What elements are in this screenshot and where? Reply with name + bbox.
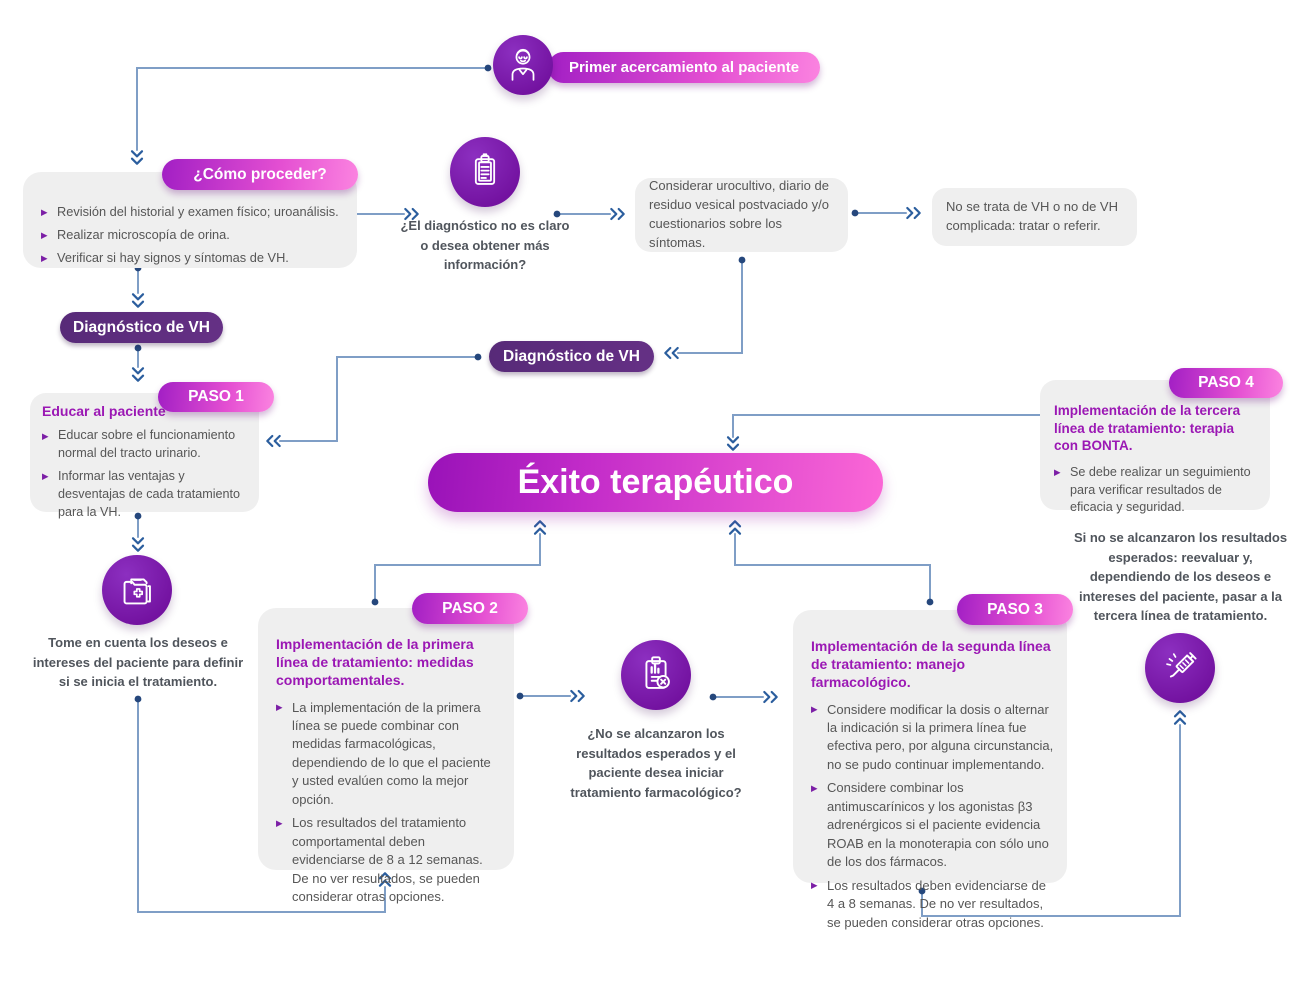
- no-vh-text: No se trata de VH o no de VH complicada:…: [946, 199, 1118, 233]
- diagnostico-vh-center-label: Diagnóstico de VH: [503, 347, 640, 365]
- paso3-list: Considere modificar la dosis o alternar …: [811, 701, 1055, 932]
- start-node-label: Primer acercamiento al paciente: [568, 59, 800, 76]
- como-proceder-pill: ¿Cómo proceder?: [162, 159, 358, 190]
- syringe-icon: [1145, 633, 1215, 703]
- paso1-box: Educar al paciente Educar sobre el funci…: [30, 393, 259, 519]
- paso1-list: Educar sobre el funcionamiento normal de…: [42, 427, 249, 521]
- clipboard-icon: [450, 137, 520, 207]
- paso3-badge: PASO 3: [987, 600, 1043, 618]
- list-item: Educar sobre el funcionamiento normal de…: [42, 427, 249, 463]
- diagnostico-vh-center-pill: Diagnóstico de VH: [489, 341, 654, 372]
- paso2-title: Implementación de la primera línea de tr…: [276, 636, 474, 689]
- diagnostico-vh-left-pill: Diagnóstico de VH: [60, 312, 223, 343]
- paso4-list: Se debe realizar un seguimiento para ver…: [1054, 464, 1260, 518]
- paso2-badge: PASO 2: [442, 599, 498, 617]
- paso2-pill: PASO 2: [412, 593, 528, 624]
- paso4-pill: PASO 4: [1169, 368, 1283, 398]
- como-proceder-title: ¿Cómo proceder?: [193, 165, 327, 183]
- paso1-badge: PASO 1: [188, 388, 244, 405]
- exito-terapeutico-label: Éxito terapéutico: [517, 463, 794, 501]
- list-item: Considere modificar la dosis o alternar …: [811, 701, 1055, 775]
- clipboard-x-icon: [621, 640, 691, 710]
- list-item: Verificar si hay signos y síntomas de VH…: [41, 249, 345, 267]
- paso4-title: Implementación de la tercera línea de tr…: [1054, 403, 1241, 454]
- diagnostico-vh-left-label: Diagnóstico de VH: [73, 318, 210, 336]
- no-vh-box: No se trata de VH o no de VH complicada:…: [932, 188, 1137, 246]
- tercera-linea-nota-text: Si no se alcanzaron los resultados esper…: [1073, 530, 1288, 623]
- list-item: Los resultados del tratamiento comportam…: [276, 814, 500, 906]
- diagnostico-pregunta-text: ¿El diagnóstico no es claro o desea obte…: [400, 218, 570, 272]
- list-item: Informar las ventajas y desventajas de c…: [42, 468, 249, 522]
- paso1-pill: PASO 1: [158, 382, 274, 412]
- medical-folder-icon: [102, 555, 172, 625]
- paso1-title: Educar al paciente: [42, 403, 166, 419]
- como-proceder-list: Revisión del historial y examen físico; …: [41, 203, 345, 267]
- paso2-list: La implementación de la primera línea se…: [276, 699, 500, 907]
- list-item: La implementación de la primera línea se…: [276, 699, 500, 810]
- paso4-badge: PASO 4: [1198, 374, 1254, 391]
- start-node-pill: Primer acercamiento al paciente: [548, 52, 820, 83]
- paso3-pill: PASO 3: [957, 594, 1073, 625]
- deseos-paciente-text: Tome en cuenta los deseos e intereses de…: [32, 635, 244, 689]
- doctor-icon: [493, 35, 553, 95]
- list-item: Se debe realizar un seguimiento para ver…: [1054, 464, 1260, 518]
- paso2-box: Implementación de la primera línea de tr…: [258, 608, 514, 904]
- considerar-text: Considerar urocultivo, diario de residuo…: [649, 178, 829, 250]
- considerar-box: Considerar urocultivo, diario de residuo…: [635, 178, 848, 252]
- paso4-box: Implementación de la tercera línea de tr…: [1040, 380, 1270, 514]
- exito-terapeutico-banner: Éxito terapéutico: [428, 453, 883, 512]
- list-item: Revisión del historial y examen físico; …: [41, 203, 345, 221]
- list-item: Realizar microscopía de orina.: [41, 226, 345, 244]
- list-item: Los resultados deben evidenciarse de 4 a…: [811, 877, 1055, 932]
- resultados-pregunta-text: ¿No se alcanzaron los resultados esperad…: [570, 726, 742, 800]
- paso3-title: Implementación de la segunda línea de tr…: [811, 638, 1051, 691]
- paso3-box: Implementación de la segunda línea de tr…: [793, 610, 1067, 930]
- list-item: Considere combinar los antimuscarínicos …: [811, 779, 1055, 871]
